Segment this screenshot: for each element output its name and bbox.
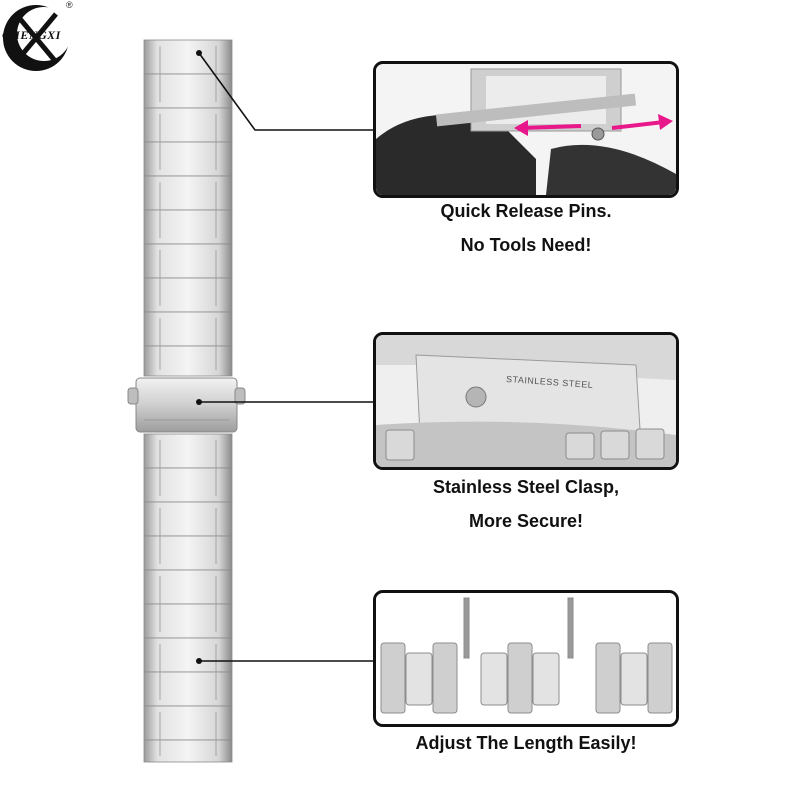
callout-steel-clasp: STAINLESS STEEL	[373, 332, 679, 470]
strap-link	[143, 209, 233, 245]
callout-adjust-length	[373, 590, 679, 727]
strap-link	[143, 243, 233, 279]
caption-quick-release-line2: No Tools Need!	[460, 235, 592, 255]
strap-link	[143, 141, 233, 177]
strap-link	[143, 535, 233, 571]
strap-link	[143, 603, 233, 639]
callout-quick-release	[373, 61, 679, 198]
strap-link	[143, 73, 233, 109]
strap-link	[143, 277, 233, 313]
strap-link	[143, 345, 233, 377]
strap-link	[143, 175, 233, 211]
strap-link	[143, 501, 233, 537]
release-arrow-right-icon	[611, 114, 673, 130]
strap-clasp	[135, 377, 238, 433]
caption-clasp-line1: Stainless Steel Clasp,	[432, 477, 620, 497]
strap-link	[143, 569, 233, 605]
brand-emblem-icon	[3, 5, 71, 71]
caption-adjust-length: Adjust The Length Easily!	[415, 733, 637, 753]
brand-name: CHENGXI	[2, 28, 61, 42]
strap-link	[143, 107, 233, 143]
brand-logo: CHENGXI ®	[0, 0, 78, 78]
strap-link	[143, 39, 233, 75]
release-arrow-left-icon	[514, 120, 582, 136]
strap-link	[143, 433, 233, 469]
strap-link	[143, 739, 233, 763]
strap-link	[143, 671, 233, 707]
registered-mark: ®	[66, 0, 73, 10]
caption-quick-release-line1: Quick Release Pins.	[440, 201, 612, 221]
strap-link	[143, 467, 233, 503]
caption-clasp-line2: More Secure!	[468, 511, 584, 531]
strap-link	[143, 705, 233, 741]
strap-link	[143, 311, 233, 347]
strap-link	[143, 637, 233, 673]
